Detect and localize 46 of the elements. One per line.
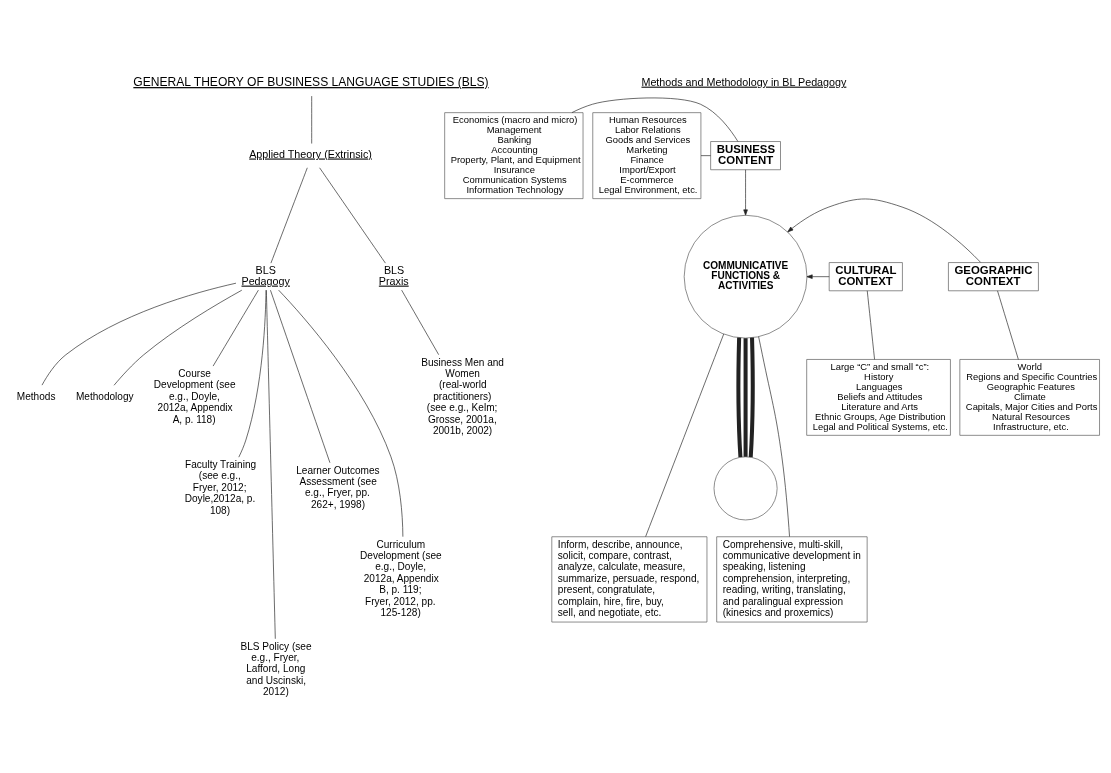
connector (41, 282, 237, 386)
connector (700, 155, 711, 156)
node-text: GENERAL THEORY OF BUSINESS LANGUAGE STUDIES (BLS) (133, 75, 489, 90)
node-text: Learner Outcomes Assessment (see e.g., Fryer, pp. 262+, 1998) (296, 464, 380, 510)
connector (266, 289, 276, 640)
connector (645, 333, 725, 537)
node-text: Applied Theory (Extrinsic) (249, 147, 372, 160)
connector (278, 289, 404, 537)
connector (270, 167, 308, 264)
connector (758, 336, 790, 537)
node-box: Inform, describe, announce, solicit, compare, contrast, analyze, calculate, measure, summarize, persuade, respond, present, congratulate, complain, hire, fire, buy, sell, and negotiate, etc. (551, 536, 708, 623)
node-box: Human Resources Labor Relations Goods and Services Marketing Finance Import/Export E-commerce Legal Environment, etc. (592, 112, 702, 199)
node-box: CULTURAL CONTEXT (828, 262, 903, 292)
node-box: Large “C” and small “c”: History Languages Beliefs and Attitudes Literature and Arts Ethnic Groups, Age Distribution Legal and Political Systems, etc. (806, 359, 951, 436)
node-text: Faculty Training (see e.g., Fryer, 2012; Doyle,2012a, p. 108) (184, 458, 257, 516)
node-text: BLS Policy (see e.g., Fryer, Lafford, Long and Uscinski, 2012) (240, 640, 312, 698)
node-text: Course Development (see e.g., Doyle, 2012a, Appendix A, p. 118) (153, 367, 236, 425)
connector (401, 289, 440, 356)
node-box: Economics (macro and micro) Management Banking Accounting Property, Plant, and Equipment Insurance Communication Systems Information Technology (444, 112, 584, 199)
connector (270, 289, 331, 464)
arrow (743, 169, 748, 216)
connector (866, 290, 875, 360)
node-text: BLS Praxis (378, 263, 409, 287)
label: Methods and Methodology in BL Pedagogy (641, 75, 847, 88)
connector (238, 289, 267, 458)
node-text: Business Men and Women (real-world practitioners) (see e.g., Kelm; Grosse, 2001a, 2001b, 2002) (421, 356, 504, 436)
connector (736, 337, 743, 458)
arrow (787, 198, 981, 263)
connector (212, 289, 259, 367)
connector (113, 289, 243, 386)
node-circle: COMMUNICATIVE FUNCTIONS & ACTIVITIES (683, 214, 808, 339)
node-box: GEOGRAPHIC CONTEXT (948, 262, 1039, 292)
node-circle (713, 456, 778, 521)
node-box: BUSINESS CONTENT (710, 141, 781, 171)
node-text: Curriculum Development (see e.g., Doyle, 2012a, Appendix B, p. 119; Fryer, 2012, pp. 125-128) (360, 538, 442, 619)
node-text: Methodology (75, 390, 134, 402)
connector (997, 290, 1019, 360)
connector (319, 167, 386, 264)
connector (571, 97, 739, 142)
node-box: Comprehensive, multi-skill, communicative development in speaking, listening comprehension, interpreting, reading, writing, translating, and paralingual expression (kinesics and proxemics) (716, 536, 868, 623)
arrow (806, 274, 830, 279)
connector (748, 337, 755, 458)
node-text: Methods (16, 390, 56, 402)
connector (743, 338, 748, 457)
node-text: BLS Pedagogy (241, 263, 290, 287)
node-box: World Regions and Specific Countries Geographic Features Climate Capitals, Major Cities and Ports Natural Resources Infrastructure, etc. (959, 359, 1100, 436)
